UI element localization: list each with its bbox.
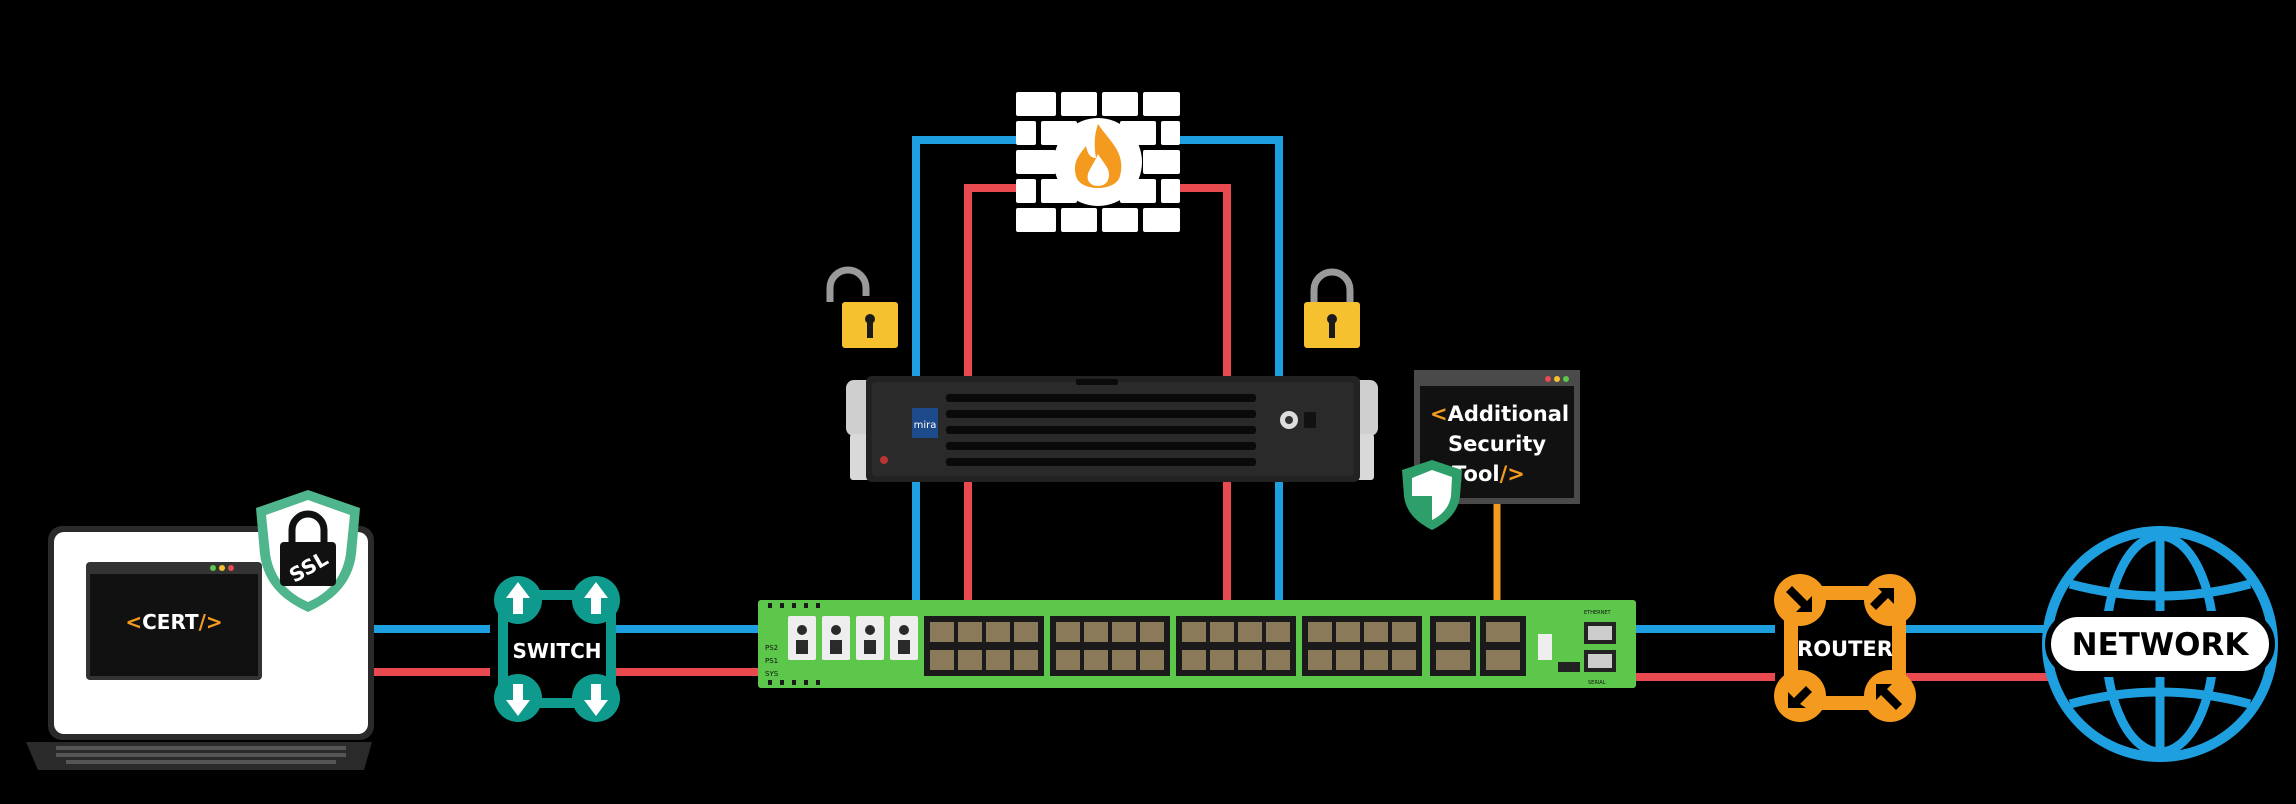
- laptop-screen-text: <CERT/>: [125, 610, 222, 634]
- network-globe-icon: NETWORK: [2042, 526, 2278, 762]
- serial-label: SERIAL: [1588, 680, 1606, 686]
- tool-bracket-close: />: [1500, 462, 1525, 486]
- switch-label: SWITCH: [513, 639, 602, 663]
- ethernet-label: ETHERNET: [1584, 610, 1612, 616]
- shield-icon: [1402, 460, 1462, 530]
- switch-icon: SWITCH: [494, 576, 620, 722]
- port-label-ps2: PS2: [765, 644, 778, 652]
- router-label: ROUTER: [1797, 637, 1893, 661]
- router-icon: ROUTER: [1774, 574, 1916, 722]
- locked-padlock-icon: [1304, 272, 1360, 348]
- unlocked-padlock-icon: [830, 270, 898, 348]
- tool-bracket-open: <: [1430, 402, 1448, 426]
- network-label: NETWORK: [2072, 627, 2250, 663]
- mira-logo-text: mira: [914, 420, 937, 431]
- tool-text-line1: Additional: [1448, 402, 1570, 426]
- svg-text:Tool/>: Tool/>: [1452, 462, 1525, 486]
- firewall-icon: [1016, 92, 1180, 232]
- packet-broker-device: PS2 PS1 SYS: [758, 600, 1636, 688]
- svg-text:<Additional: <Additional: [1430, 402, 1569, 426]
- port-label-ps1: PS1: [765, 657, 778, 665]
- tool-text-line2: Security: [1448, 432, 1546, 456]
- port-label-sys: SYS: [765, 670, 779, 678]
- mira-appliance: mira: [846, 376, 1378, 482]
